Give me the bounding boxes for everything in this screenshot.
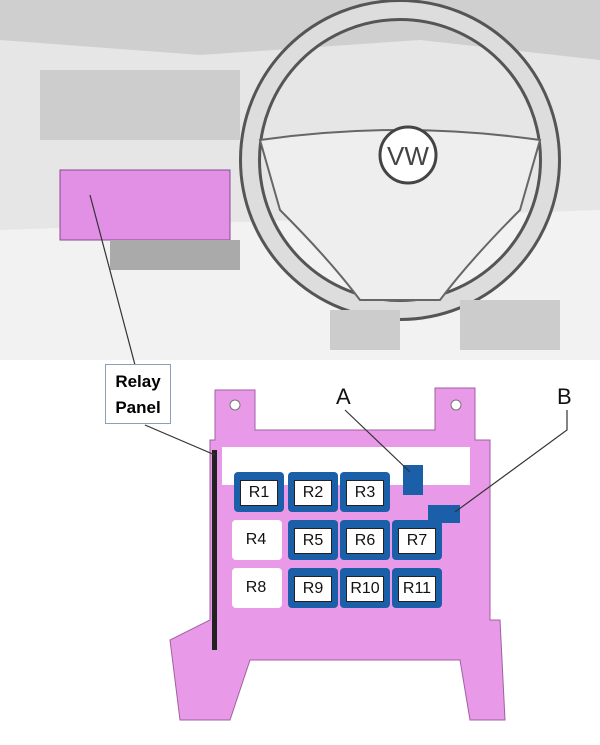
air-vent — [40, 70, 240, 140]
callout-line1: Relay — [115, 372, 161, 391]
relay-panel-callout: Relay Panel — [105, 364, 171, 424]
connector-b — [428, 505, 460, 523]
marker-a-label: A — [336, 384, 351, 409]
relay-panel-location — [59, 169, 231, 241]
relay-r9: R9 — [294, 576, 332, 602]
relay-r7: R7 — [398, 528, 436, 554]
callout-leader-bottom — [144, 424, 216, 456]
svg-text:VW: VW — [387, 141, 429, 171]
callout-line2: Panel — [115, 398, 161, 417]
relay-r4: R4 — [238, 528, 274, 552]
relay-r3: R3 — [346, 480, 384, 506]
relay-r6: R6 — [346, 528, 384, 554]
relay-r11: R11 — [398, 576, 436, 602]
relay-r10: R10 — [346, 576, 384, 602]
relay-r2: R2 — [294, 480, 332, 506]
marker-b-label: B — [557, 384, 572, 409]
callout-leader-top — [89, 194, 136, 366]
marker-a-leader — [344, 409, 411, 473]
relay-r8: R8 — [238, 576, 274, 600]
marker-b-leader — [454, 410, 568, 513]
vw-logo — [378, 125, 438, 185]
connector-a — [403, 465, 423, 495]
relay-r5: R5 — [294, 528, 332, 554]
relay-r1: R1 — [240, 480, 278, 506]
